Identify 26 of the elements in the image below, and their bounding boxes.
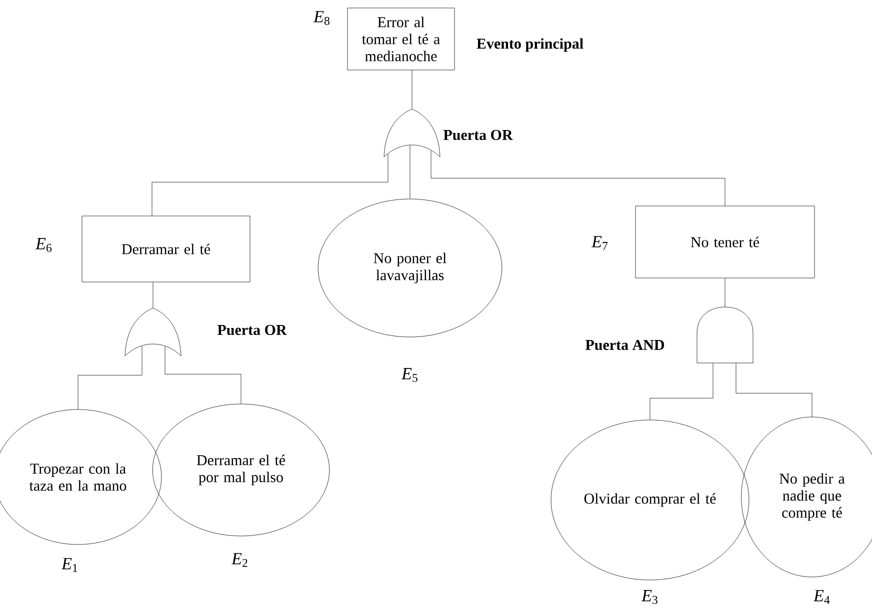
connector	[152, 282, 154, 308]
event-box: No tener té	[635, 206, 815, 278]
event-id: E$_{3}$	[641, 590, 658, 604]
and-gate	[696, 306, 754, 364]
event-id: E$_{2}$	[231, 553, 248, 567]
connector	[650, 362, 714, 420]
connector	[724, 278, 726, 307]
gate-label: Puerta OR	[443, 130, 513, 140]
event-box: Error al tomar el té a medianoche	[347, 8, 455, 70]
event-id: E$_{5}$	[401, 368, 418, 382]
event-id: E$_{6}$	[35, 238, 52, 252]
event-id: E$_{4}$	[813, 590, 830, 604]
connector	[736, 362, 812, 417]
event-id: E$_{7}$	[591, 236, 608, 250]
gate-label: Puerta AND	[585, 340, 664, 350]
event-id: E$_{8}$	[313, 11, 330, 25]
connector	[78, 346, 142, 410]
gate-label: Puerta OR	[217, 324, 287, 336]
caption-label: Evento principal	[476, 38, 584, 52]
connector	[152, 154, 388, 216]
event-box: Derramar el té	[82, 216, 250, 282]
connector	[430, 150, 726, 206]
or-gate	[384, 108, 440, 158]
connector	[164, 346, 242, 404]
event-id: E$_{1}$	[61, 558, 78, 572]
or-gate	[124, 308, 182, 356]
